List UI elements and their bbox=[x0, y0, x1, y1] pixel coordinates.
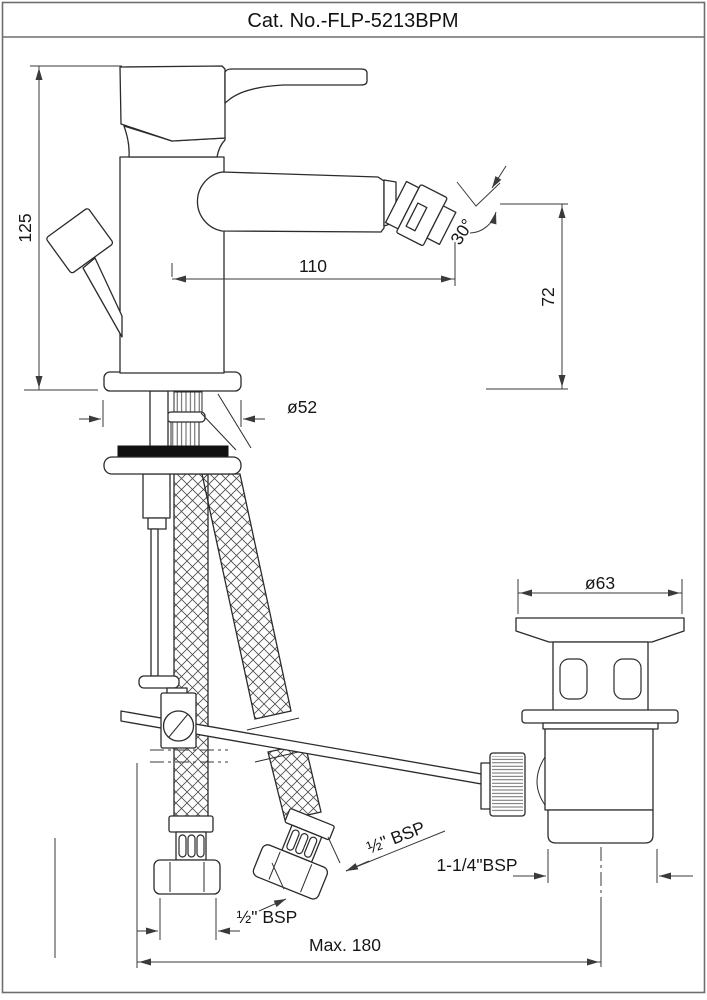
dim-label-110: 110 bbox=[299, 256, 327, 276]
hex-nut bbox=[252, 844, 329, 900]
ball-joint-slot bbox=[168, 713, 189, 738]
braided-hose-diagonal-lower bbox=[267, 743, 322, 821]
stud-collar bbox=[166, 411, 206, 423]
braided-hose-vertical bbox=[173, 473, 209, 819]
dim-label-max180: Max. 180 bbox=[309, 935, 381, 955]
lever-handle bbox=[224, 68, 368, 104]
cartridge-head bbox=[119, 65, 226, 142]
nipple-slot bbox=[187, 834, 196, 858]
dim-waste-flange: ø63 bbox=[517, 573, 683, 614]
dim-label-125: 125 bbox=[15, 213, 35, 242]
dim-hose-vertical: ½" BSP bbox=[137, 898, 297, 940]
hose-nut-vertical bbox=[153, 815, 221, 895]
dim-aerator-angle: 30° bbox=[446, 165, 507, 248]
popup-rod-vertical bbox=[150, 528, 159, 677]
dim-label-halfbsp-diag: ½" BSP bbox=[364, 817, 428, 857]
hose-tail-lines bbox=[200, 393, 252, 451]
waste-lower-body bbox=[544, 728, 654, 811]
dim-label-72: 72 bbox=[538, 287, 558, 306]
hex-facets bbox=[169, 862, 205, 892]
dim-waste-thread: 1-1/4"BSP bbox=[436, 849, 693, 883]
threaded-stud bbox=[173, 391, 203, 413]
dim-spout-height: 72 bbox=[486, 203, 568, 390]
overflow-slot bbox=[559, 658, 588, 700]
rod-guide bbox=[142, 473, 171, 519]
aerator-tip bbox=[426, 205, 457, 246]
overflow-slot bbox=[613, 658, 642, 700]
knurl-texture bbox=[492, 756, 523, 813]
rod-sleeve bbox=[149, 390, 169, 448]
dim-label-dia63: ø63 bbox=[585, 573, 615, 593]
catalog-number: Cat. No.-FLP-5213BPM bbox=[247, 10, 458, 32]
popup-knob bbox=[46, 208, 114, 274]
rod-socket-curve bbox=[536, 756, 546, 806]
hose-collar bbox=[168, 815, 214, 833]
spout bbox=[196, 171, 385, 233]
nipple-slot bbox=[178, 834, 187, 858]
dim-spout-reach: 110 bbox=[171, 242, 456, 286]
nipple-slot bbox=[303, 836, 318, 858]
waste-top-flange bbox=[515, 617, 685, 643]
base-flange bbox=[103, 371, 242, 392]
lower-flange-plate bbox=[103, 456, 242, 475]
hose-nut-diagonal bbox=[252, 808, 335, 900]
waste-step bbox=[542, 722, 659, 730]
waste-thread-section bbox=[547, 809, 654, 844]
rod-guide-cap bbox=[147, 517, 167, 530]
nipple-slot bbox=[295, 833, 309, 855]
hex-facets bbox=[268, 851, 313, 893]
dim-label-halfbsp-bottom: ½" BSP bbox=[237, 907, 298, 927]
supply-hoses bbox=[173, 473, 322, 821]
popup-linkage bbox=[120, 473, 511, 790]
aerator bbox=[384, 180, 457, 246]
base-assembly bbox=[103, 371, 242, 475]
faucet bbox=[46, 65, 457, 374]
popup-knob-stem bbox=[82, 257, 123, 338]
dim-label-dia52: ø52 bbox=[287, 397, 317, 417]
waste-mid-flange bbox=[521, 709, 679, 724]
popup-waste bbox=[480, 617, 685, 903]
dim-max-reach: Max. 180 bbox=[54, 763, 602, 968]
dim-base-diameter: ø52 bbox=[79, 397, 317, 427]
hex-nut bbox=[153, 859, 221, 895]
joint-flange bbox=[138, 675, 180, 689]
nipple-slot bbox=[196, 834, 205, 858]
dim-total-height: 125 bbox=[15, 65, 122, 391]
dim-label-wastethread: 1-1/4"BSP bbox=[436, 855, 517, 875]
threaded-stud-lower bbox=[170, 421, 200, 447]
nipple-slot bbox=[286, 829, 300, 851]
braided-hose-diagonal-upper bbox=[201, 473, 292, 720]
deck-mounting bbox=[149, 390, 252, 451]
